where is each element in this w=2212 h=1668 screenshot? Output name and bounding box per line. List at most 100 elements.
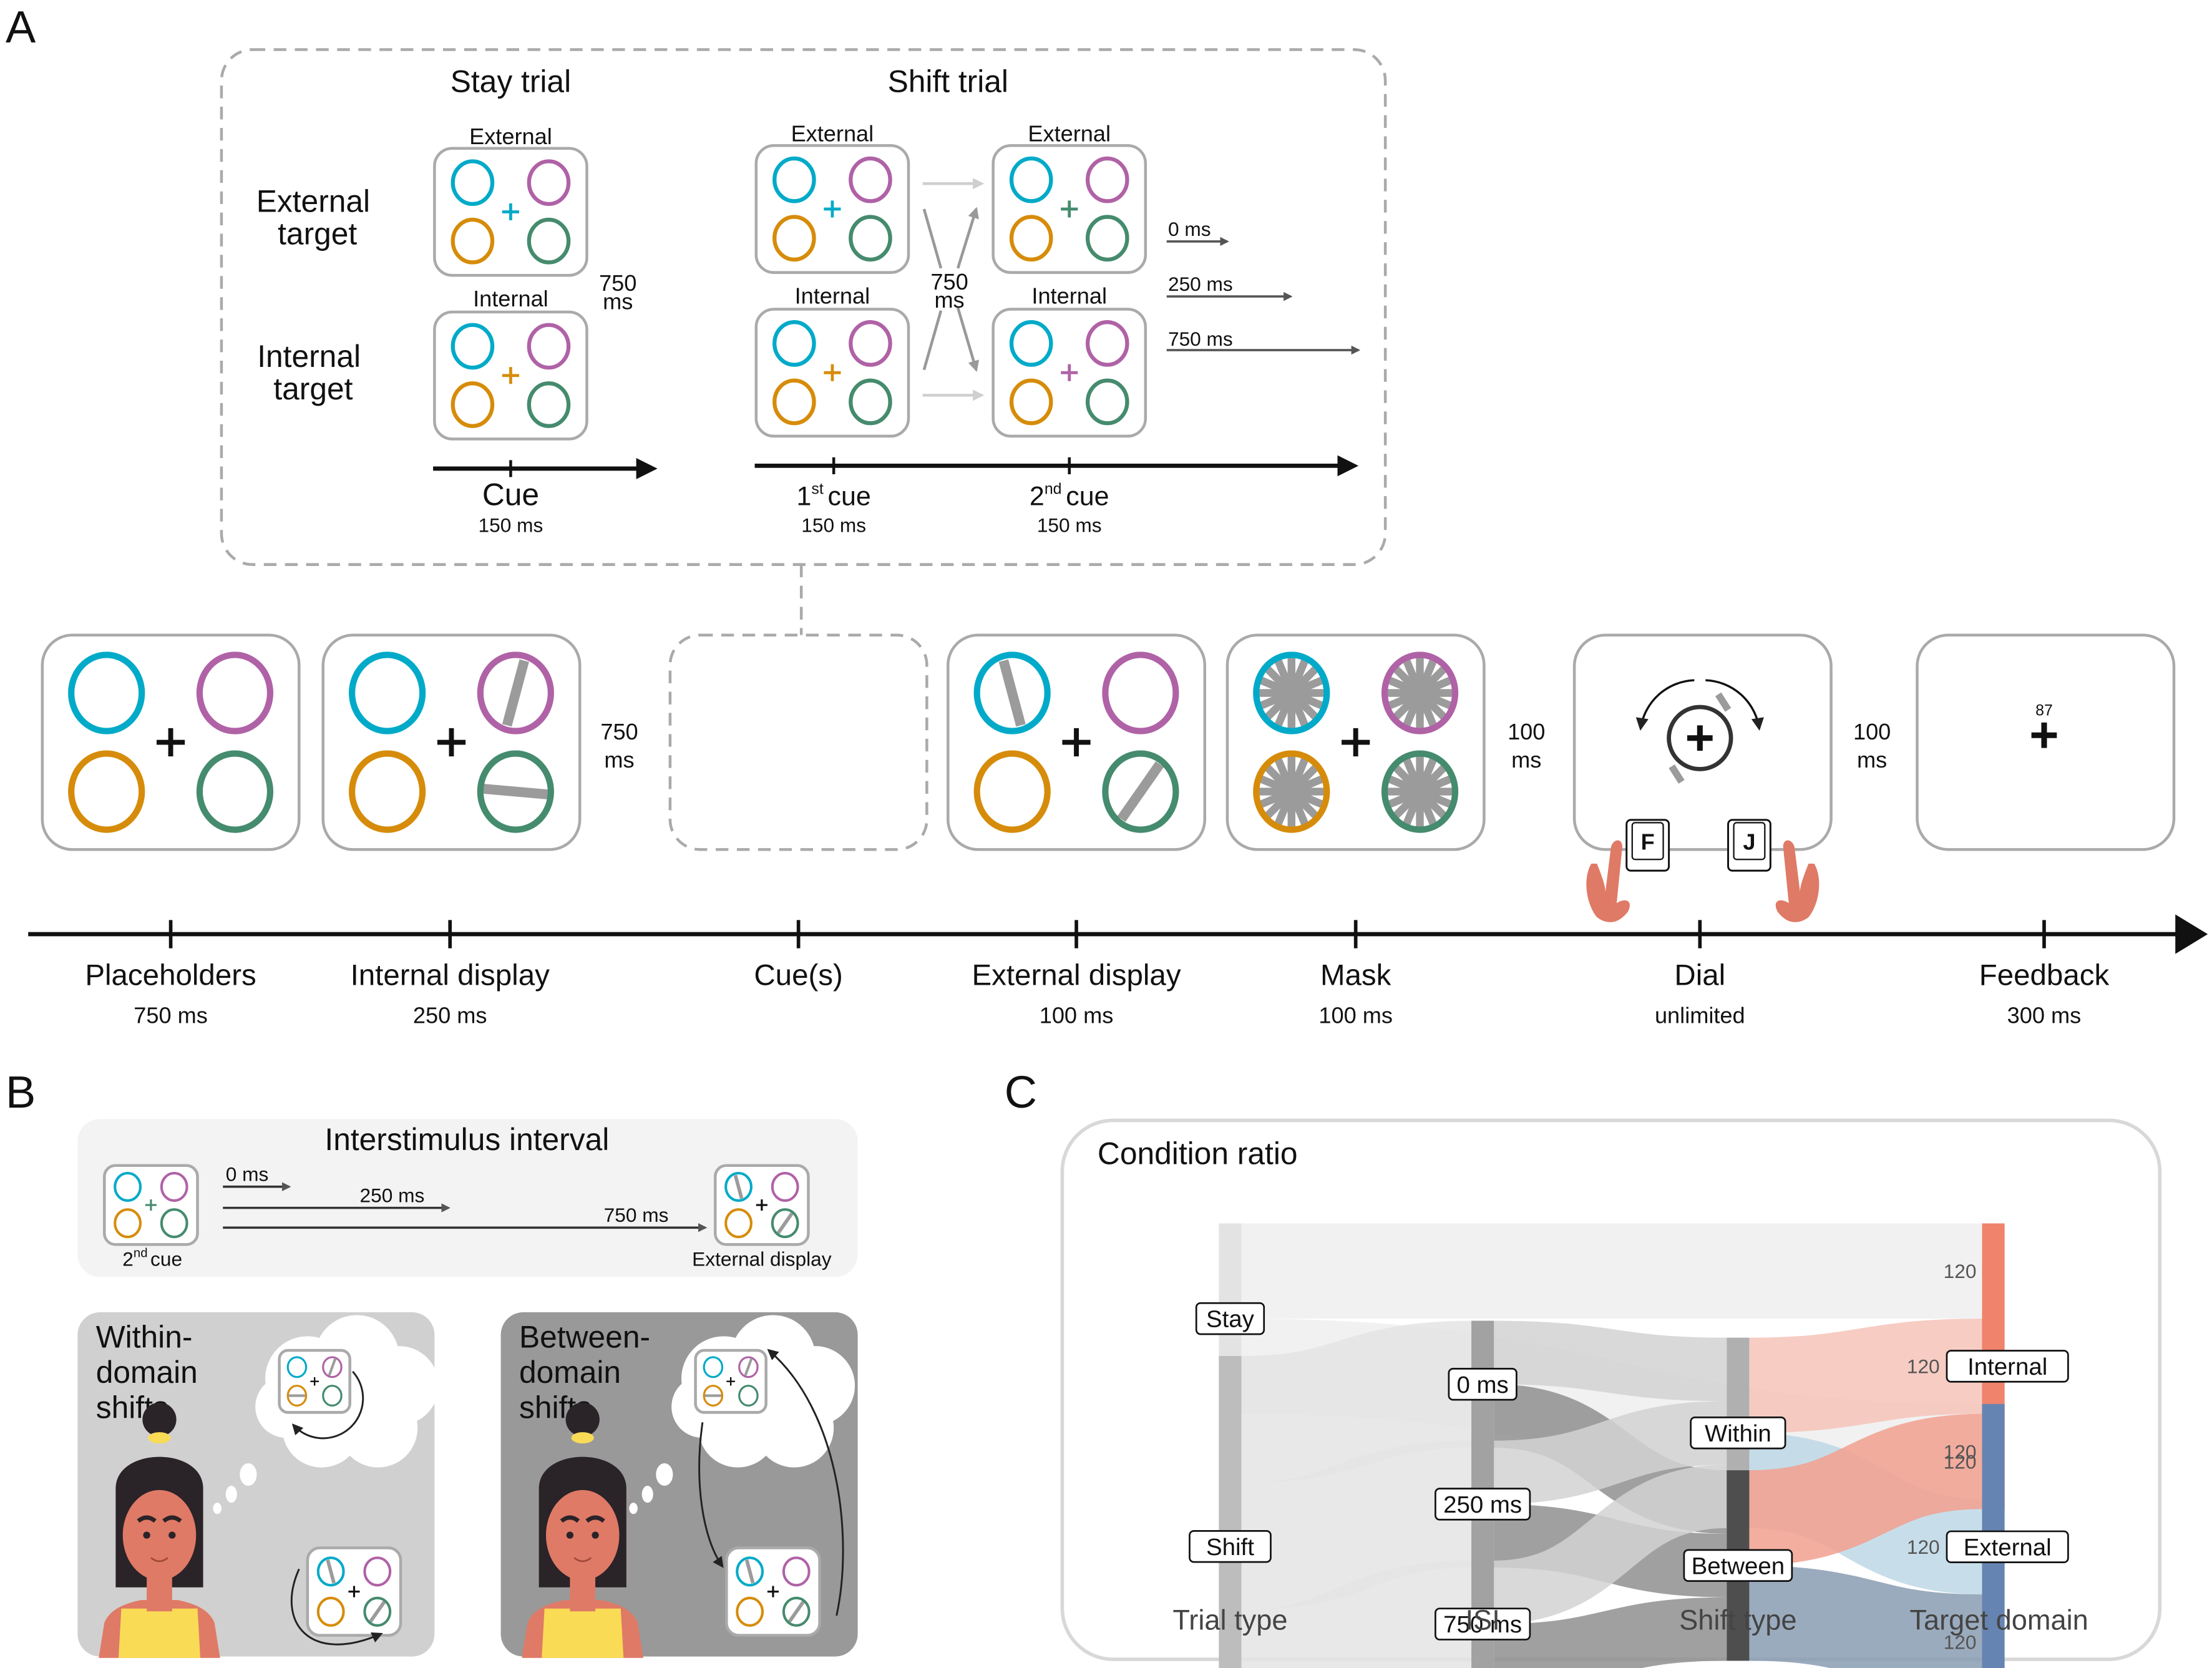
second-cue-duration: 150 ms	[1037, 514, 1102, 537]
person-illustration	[522, 1402, 643, 1658]
b-isi-label-250: 250 ms	[360, 1184, 425, 1207]
within-title-1: Within-	[96, 1319, 193, 1354]
event-name: External display	[972, 958, 1181, 992]
green-ring	[738, 1385, 759, 1407]
grating	[787, 1601, 805, 1623]
green-ring	[322, 1385, 343, 1407]
dial-ring[interactable]	[1667, 705, 1733, 771]
sankey-column-title: ISI	[1466, 1604, 1500, 1636]
fixation-cross	[1061, 364, 1078, 381]
first-cue-duration: 150 ms	[801, 514, 866, 537]
cyan-ring	[451, 159, 495, 207]
event-name: Mask	[1320, 958, 1391, 992]
shift-second-internal-cue	[992, 308, 1147, 438]
key-f[interactable]: F	[1625, 819, 1670, 872]
gap-unit-3: ms	[1857, 747, 1887, 773]
grating	[502, 659, 529, 727]
green-ring	[1102, 750, 1179, 833]
orange-ring	[68, 750, 145, 833]
sankey-link-shift-isi750	[1240, 1560, 1472, 1668]
orange-ring	[1253, 750, 1330, 833]
cyan-ring	[348, 651, 426, 734]
rotate-ccw-icon	[1635, 679, 1695, 731]
sankey-column-title: Trial type	[1172, 1604, 1287, 1636]
isi-label-250: 250 ms	[1168, 273, 1233, 295]
green-ring	[196, 750, 274, 833]
svg-text:External: External	[1964, 1534, 2052, 1561]
purple-ring	[738, 1356, 759, 1378]
grating	[326, 1559, 336, 1584]
purple-ring	[527, 159, 571, 207]
cyan-ring	[68, 651, 145, 734]
sankey-link-isi250-within	[1493, 1401, 1727, 1505]
cyan-ring	[973, 651, 1051, 734]
green-ring	[1085, 215, 1129, 262]
fixation-cross	[502, 203, 519, 221]
box-label-external: External	[791, 120, 874, 146]
dial-handle[interactable]	[1715, 692, 1732, 712]
main-axis-arrowhead	[2175, 914, 2208, 954]
purple-ring	[477, 651, 554, 734]
event-duration: 100 ms	[1040, 1002, 1114, 1028]
within-shift-arrow	[291, 1370, 364, 1440]
fixation-cross	[310, 1377, 319, 1386]
svg-text:0 ms: 0 ms	[1457, 1372, 1509, 1398]
fixation-cross	[348, 1586, 360, 1597]
purple-ring	[196, 651, 274, 734]
orange-ring	[1009, 215, 1053, 262]
within-domain-card: Within- domain shifts	[77, 1312, 439, 1658]
sankey-links	[1240, 1223, 1983, 1668]
grating	[733, 1174, 744, 1199]
box-label-internal: Internal	[473, 286, 548, 311]
b-isi-label-0: 0 ms	[226, 1163, 269, 1186]
orange-ring	[114, 1208, 142, 1239]
event-name: Feedback	[1979, 958, 2110, 992]
isi-label-750: 750 ms	[1168, 328, 1233, 350]
event-name: Cue(s)	[754, 958, 842, 992]
sankey-link-between-external	[1749, 1565, 1982, 1668]
green-ring	[849, 215, 892, 262]
row-label-external-2: target	[278, 216, 357, 251]
stay-axis-duration: 150 ms	[479, 514, 543, 537]
sankey-title: Condition ratio	[1098, 1136, 1298, 1171]
box-label-internal: Internal	[1031, 283, 1107, 308]
display-frame	[668, 633, 928, 851]
cyan-ring	[286, 1356, 308, 1378]
sankey-count-label: 120	[1944, 1260, 1977, 1282]
sankey-node-label: Within	[1690, 1417, 1786, 1450]
cyan-ring	[703, 1356, 724, 1378]
person-illustration	[99, 1402, 220, 1658]
key-j[interactable]: J	[1727, 819, 1771, 872]
grating	[369, 1601, 386, 1623]
trial-type-inset: Stay trial Shift trial External target I…	[220, 48, 1387, 635]
sankey-node-label: Stay	[1195, 1302, 1265, 1335]
dial-handle[interactable]	[1669, 764, 1685, 784]
green-ring	[160, 1208, 188, 1239]
gap-value-2: 100	[1508, 719, 1545, 744]
gap-unit-1: ms	[604, 747, 634, 773]
panel-letter-c: C	[1005, 1068, 1037, 1118]
between-domain-card: Between- domain shifts	[500, 1312, 858, 1658]
event-duration: 300 ms	[2007, 1002, 2082, 1028]
shift-first-internal-cue	[754, 308, 910, 438]
svg-text:Internal: Internal	[1967, 1353, 2047, 1380]
cue-screen	[668, 633, 928, 851]
grating	[1117, 761, 1164, 822]
event-name: Placeholders	[85, 958, 256, 992]
sankey-column-title: Target domain	[1909, 1604, 2088, 1636]
svg-text:750 ms: 750 ms	[1443, 1611, 1522, 1638]
cyan-ring	[1009, 320, 1053, 367]
fixation-cross	[824, 200, 841, 218]
orange-ring	[973, 750, 1051, 833]
feedback-score: 87	[2035, 702, 2053, 719]
svg-text:Shift: Shift	[1206, 1534, 1254, 1561]
sankey-link-isi0-within	[1494, 1320, 1727, 1402]
arrow-ext-int-b	[956, 307, 980, 373]
sankey-link-isi750-between	[1494, 1597, 1727, 1668]
orange-ring	[772, 378, 816, 426]
event-name: Internal display	[351, 958, 550, 992]
timeline-event: External display 100 ms	[972, 920, 1181, 1028]
